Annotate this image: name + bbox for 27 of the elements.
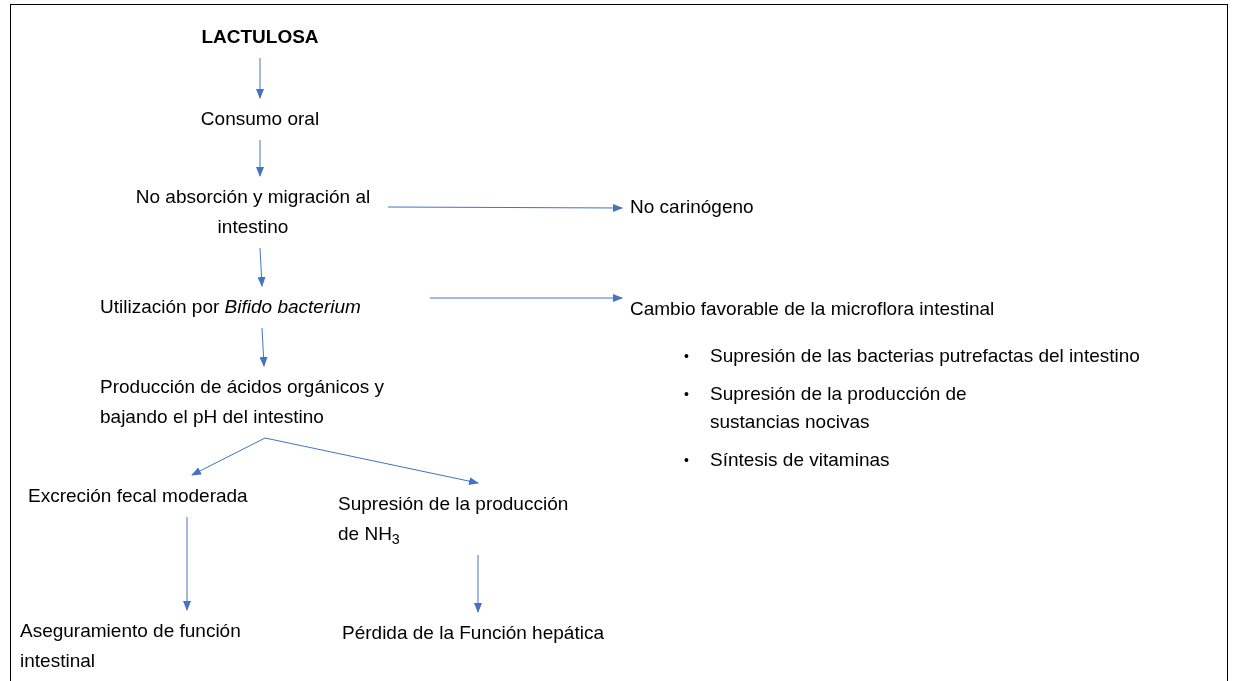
bullet-text: Síntesis de vitaminas xyxy=(710,448,891,472)
arrow xyxy=(191,437,266,476)
arrow xyxy=(256,139,264,177)
arrow xyxy=(429,294,623,302)
bullet-text: Supresión de la producción de sustancias nocivas xyxy=(710,382,968,434)
arrow xyxy=(183,516,191,611)
flow-step: Consumo oral xyxy=(175,98,345,140)
flow-step: Aseguramiento de función intestinal xyxy=(12,610,308,681)
flow-step: LACTULOSA xyxy=(190,16,330,58)
arrow xyxy=(387,203,623,212)
flow-step: Utilización por Bifido bacterium xyxy=(92,286,430,328)
arrow xyxy=(264,437,479,486)
flow-step: Excreción fecal moderada xyxy=(20,475,310,517)
flow-step: No carinógeno xyxy=(622,186,822,228)
flow-step: Supresión de la producción de NH$_{3}$ xyxy=(330,483,600,555)
flow-step: Pérdida de la Función hepática xyxy=(334,612,664,654)
flow-step: Producción de ácidos orgánicos y bajando el pH del intestino xyxy=(92,366,412,438)
flow-step: No absorción y migración al intestino xyxy=(118,176,388,248)
bullet-mark: • xyxy=(684,451,690,470)
arrow xyxy=(474,554,482,613)
arrow xyxy=(256,57,264,99)
arrow xyxy=(257,247,266,287)
arrow xyxy=(259,327,268,367)
bullet-mark: • xyxy=(684,385,690,404)
bullet-mark: • xyxy=(684,347,690,366)
flow-step: Cambio favorable de la microflora intestinal xyxy=(622,288,1092,330)
bullet-text: Supresión de las bacterias putrefactas del intestino xyxy=(710,344,1141,368)
